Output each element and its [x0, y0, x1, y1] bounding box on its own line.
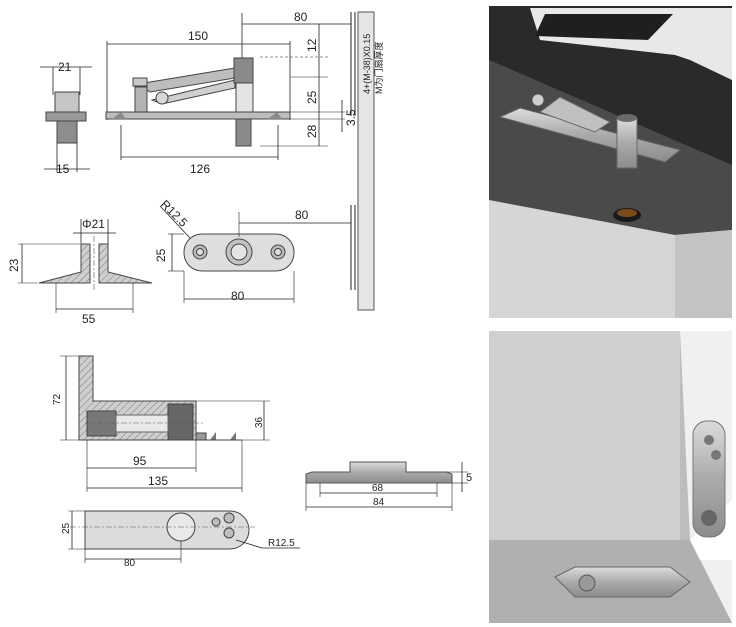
dim-23: 23: [7, 258, 21, 272]
socket-section: Φ21 23 55: [7, 217, 153, 326]
dim-12: 12: [305, 38, 319, 52]
bracket-plan: 25 80 R12.5: [61, 510, 300, 569]
dim-5: 5: [466, 472, 472, 484]
dim-r12-5-top: R12.5: [158, 197, 191, 230]
dim-36: 36: [254, 416, 265, 428]
dim-135: 135: [148, 474, 168, 488]
photo-installed-pivot: [489, 6, 732, 318]
door-panel: 4+(M-38)X0.15 M为门扇厚度: [350, 11, 384, 311]
dim-68: 68: [372, 483, 384, 494]
dim-80-plate: 80: [231, 289, 245, 303]
dim-80-top: 80: [294, 10, 308, 24]
door-note-formula: 4+(M-38)X0.15: [362, 34, 372, 94]
dim-21: 21: [58, 60, 72, 74]
dim-150: 150: [188, 29, 208, 43]
strike-plate: 5 68 84: [305, 461, 472, 511]
dim-25-plate: 25: [154, 248, 168, 262]
dim-r12-5-bracket: R12.5: [268, 538, 295, 549]
dim-28: 28: [305, 124, 319, 138]
dim-phi21: Φ21: [82, 217, 105, 231]
dim-80-offset: 80: [295, 208, 309, 222]
dim-25-bracket: 25: [61, 522, 72, 534]
door-note-thickness: M为门扇厚度: [373, 42, 384, 95]
dim-95: 95: [133, 454, 147, 468]
dim-25: 25: [305, 90, 319, 104]
bracket-side: 72 36 95 135: [52, 355, 270, 492]
photo-bracket: [489, 331, 732, 623]
dim-15: 15: [56, 162, 70, 176]
plate-plan: R12.5 25 80 80: [154, 197, 351, 303]
dim-84: 84: [373, 497, 385, 508]
dim-55: 55: [82, 312, 96, 326]
top-view: 150 126 12 25 28 3.5 80: [105, 10, 358, 176]
dim-126: 126: [190, 162, 210, 176]
side-view: 21 15: [40, 60, 92, 176]
dim-80-bracket: 80: [124, 558, 136, 569]
dim-72: 72: [52, 393, 63, 405]
